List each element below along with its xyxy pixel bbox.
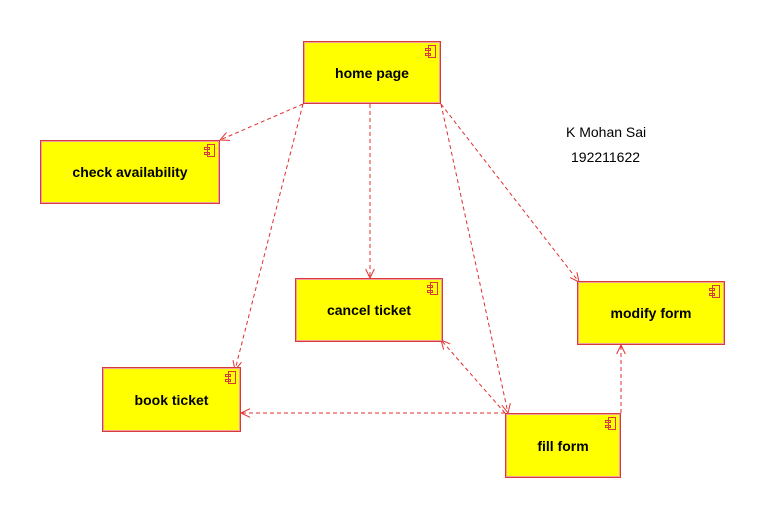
component-label: modify form	[610, 305, 692, 321]
component-icon	[225, 371, 237, 385]
component-modify-form[interactable]: modify form	[577, 281, 725, 345]
component-check-availability[interactable]: check availability	[40, 140, 220, 204]
component-icon	[204, 144, 216, 158]
arrowhead	[239, 408, 251, 418]
component-icon	[709, 285, 721, 299]
component-icon	[605, 417, 617, 431]
author-id: 192211622	[571, 149, 641, 165]
component-home-page[interactable]: home page	[303, 41, 441, 104]
component-label: home page	[335, 64, 409, 81]
arrowhead	[616, 343, 626, 355]
component-label: check availability	[72, 164, 188, 180]
component-icon	[427, 282, 439, 296]
dependency-edge-home-to-fill	[440, 103, 509, 414]
dependency-edges	[218, 103, 626, 418]
component-icon	[425, 45, 437, 59]
dependency-edge-home-to-book	[234, 103, 304, 371]
arrowhead	[218, 132, 231, 141]
component-fill-form[interactable]: fill form	[505, 413, 621, 478]
component-label: book ticket	[134, 391, 209, 408]
component-label: fill form	[537, 437, 589, 454]
component-label: cancel ticket	[326, 302, 412, 318]
dependency-edge-home-to-modify	[440, 103, 580, 283]
dependency-edge-home-to-check	[219, 103, 304, 141]
component-book-ticket[interactable]: book ticket	[102, 367, 241, 432]
author-name: K Mohan Sai	[566, 124, 647, 140]
component-cancel-ticket[interactable]: cancel ticket	[295, 278, 443, 342]
dependency-edge-fill-to-cancel	[440, 339, 506, 414]
